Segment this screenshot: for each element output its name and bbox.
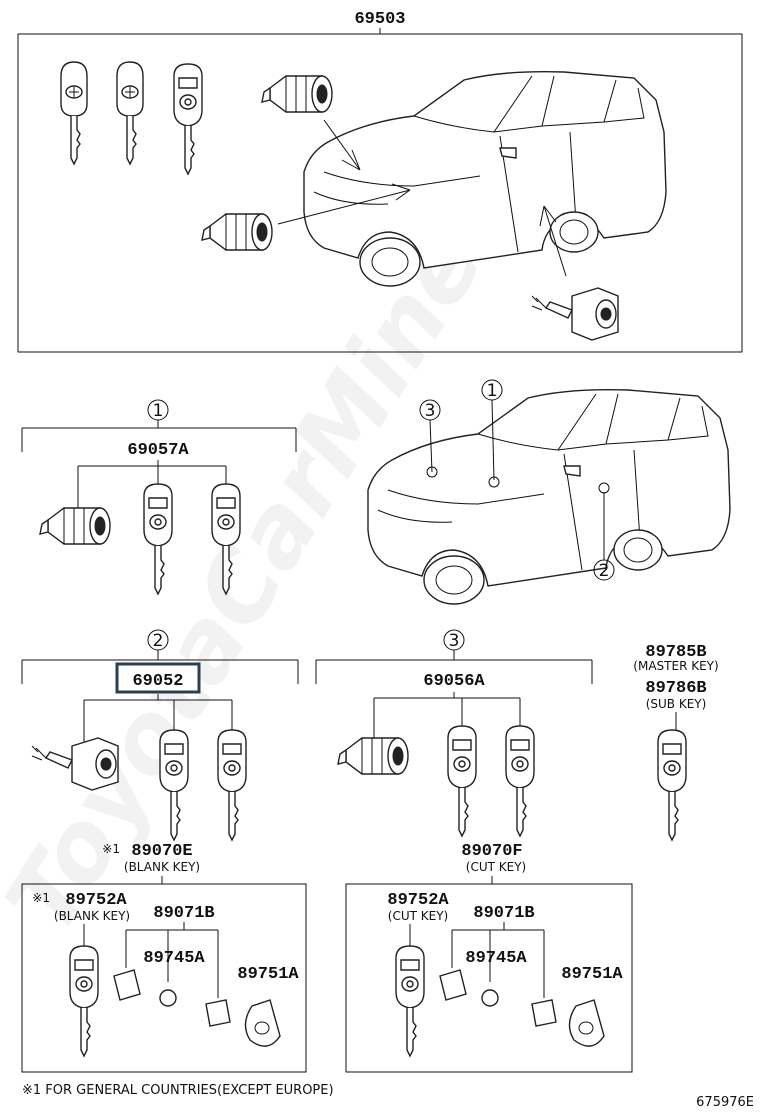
battery-icon	[159, 989, 177, 1007]
part-number-89751A[interactable]: 89751A	[237, 965, 299, 984]
remote-key-icon	[217, 729, 247, 841]
part-number-89745A[interactable]: 89745A	[143, 949, 205, 968]
group-1: 1 69057A	[21, 399, 297, 595]
part-number-89752A[interactable]: 89752A	[387, 891, 449, 910]
callout-number: 3	[449, 631, 460, 651]
callout-number: 2	[153, 631, 164, 651]
note-marker: ※1	[102, 842, 120, 856]
remote-key-icon	[143, 483, 173, 595]
kit-frame	[21, 883, 307, 1073]
trunk-cylinder-icon	[201, 213, 273, 251]
note-marker: ※1	[32, 891, 50, 905]
remote-key-icon	[447, 725, 477, 837]
cover-icon	[244, 999, 281, 1047]
remote-key-icon	[159, 729, 189, 841]
group-3: 3 69056A	[315, 629, 593, 837]
part-number-69056A[interactable]: 69056A	[423, 672, 485, 691]
transmitter-case-icon	[205, 999, 231, 1027]
part-number-69503[interactable]: 69503	[354, 10, 405, 29]
transmitter-icon	[439, 969, 467, 1001]
group-2: 2 69052	[21, 629, 299, 841]
footnote: ※1 FOR GENERAL COUNTRIES(EXCEPT EUROPE)	[22, 1083, 334, 1098]
callout-number: 3	[425, 401, 436, 421]
part-number-89745A[interactable]: 89745A	[465, 949, 527, 968]
key-caption: (CUT KEY)	[388, 909, 448, 923]
remote-key-icon	[173, 63, 203, 175]
part-number-89070E[interactable]: 89070E	[131, 842, 192, 861]
part-number-89752A[interactable]: 89752A	[65, 891, 127, 910]
key-icon	[60, 61, 88, 165]
remote-key-icon	[69, 945, 99, 1057]
arrow-icon	[539, 205, 567, 277]
door-cylinder-icon	[531, 287, 619, 341]
remote-key-icon	[395, 945, 425, 1057]
assembly-frame	[17, 33, 743, 353]
highlighted-part-box[interactable]	[115, 662, 201, 694]
master-key-caption: (MASTER KEY)	[633, 659, 718, 673]
cut-key-set: 89070F (CUT KEY) 89752A (CUT KEY) 89071B…	[345, 842, 633, 1073]
key-icon	[116, 61, 144, 165]
cut-key-caption: (CUT KEY)	[466, 860, 526, 874]
part-number-69052[interactable]: 69052	[132, 672, 183, 691]
callout-number: 1	[487, 381, 498, 401]
remote-key-icon	[657, 729, 687, 841]
callout-number: 2	[599, 561, 610, 581]
car-illustration	[303, 70, 667, 287]
part-number-89070F[interactable]: 89070F	[461, 842, 522, 861]
battery-icon	[481, 989, 499, 1007]
arrow-icon	[323, 119, 361, 171]
door-cylinder-icon	[31, 737, 119, 791]
part-number-89785B[interactable]: 89785B	[645, 643, 706, 662]
car-illustration	[367, 388, 731, 605]
key-caption: (BLANK KEY)	[54, 909, 130, 923]
part-number-89751A[interactable]: 89751A	[561, 965, 623, 984]
part-number-89071B[interactable]: 89071B	[473, 904, 534, 923]
kit-frame	[345, 883, 633, 1073]
transmitter-case-icon	[531, 999, 557, 1027]
ignition-cylinder-icon	[39, 507, 111, 545]
ignition-cylinder-icon	[337, 737, 409, 775]
remote-key-icon	[505, 725, 535, 837]
figure-id: 675976E	[696, 1095, 754, 1110]
part-number-89071B[interactable]: 89071B	[153, 904, 214, 923]
transmitter-icon	[113, 969, 141, 1001]
assembly-69503: 69503	[17, 10, 743, 353]
blank-key-set: ※1 89070E (BLANK KEY) ※1 89752A (BLANK K…	[21, 842, 307, 1073]
master-sub-key: 89785B (MASTER KEY) 89786B (SUB KEY)	[633, 643, 719, 841]
part-number-69057A[interactable]: 69057A	[127, 441, 189, 460]
part-number-89786B[interactable]: 89786B	[645, 679, 706, 698]
blank-key-caption: (BLANK KEY)	[124, 860, 200, 874]
cover-icon	[568, 999, 605, 1047]
car-locator: 3 1 2	[367, 379, 731, 605]
ignition-cylinder-icon	[261, 75, 333, 113]
sub-key-caption: (SUB KEY)	[646, 697, 707, 711]
arrow-icon	[277, 183, 411, 225]
callout-number: 1	[153, 401, 164, 421]
